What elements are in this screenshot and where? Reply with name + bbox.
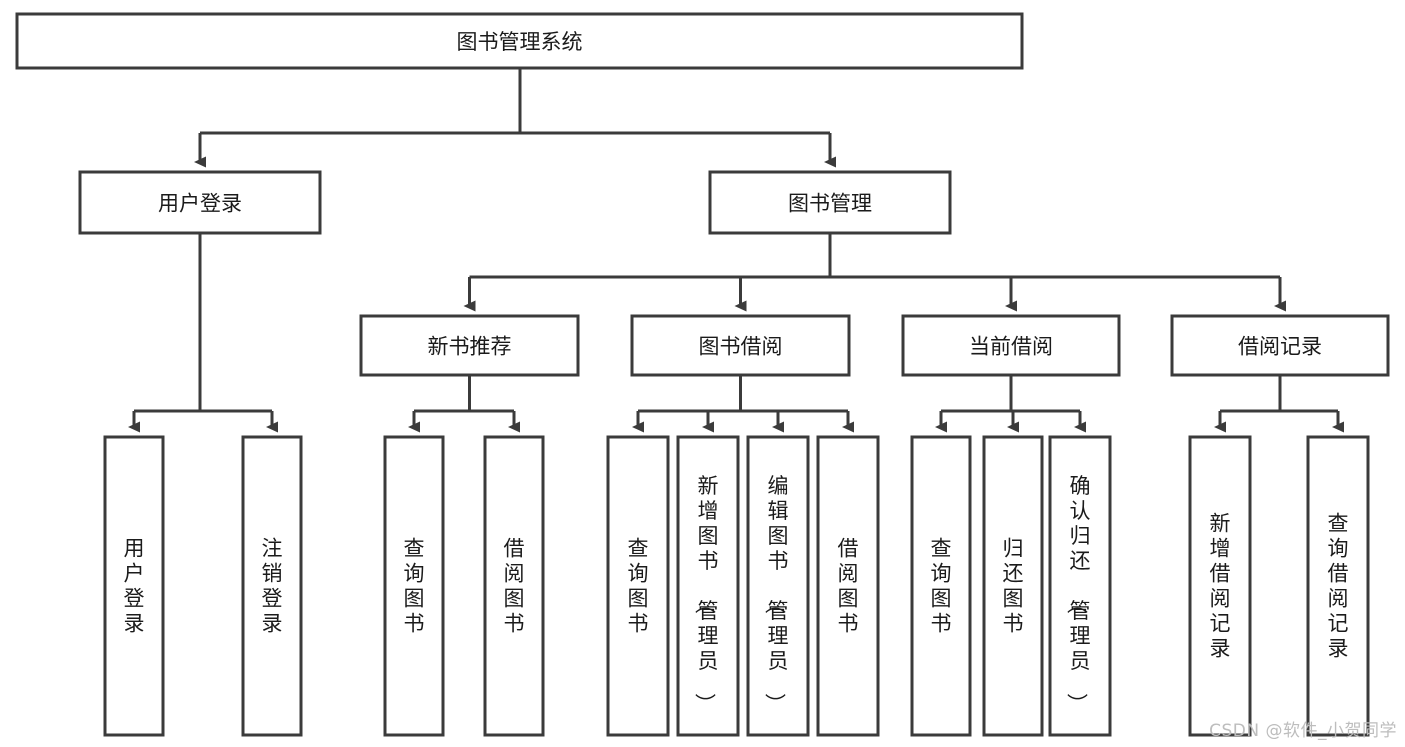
node-box: 图书管理 (708, 170, 952, 235)
node-rect (1170, 314, 1390, 377)
node-label: 归还图书 (1003, 537, 1024, 636)
node-label: 借阅图书 (504, 537, 525, 636)
node-box: 新增图书（管理员） (676, 435, 740, 737)
node-rect (383, 435, 445, 737)
node-label: 查询借阅记录 (1328, 512, 1349, 661)
diagram-nodes: 图书管理系统用户登录图书管理新书推荐图书借阅当前借阅借阅记录用户登录注销登录查询… (15, 12, 1390, 737)
node-box: 借阅图书 (483, 435, 545, 737)
node-box: 借阅记录 (1170, 314, 1390, 377)
node-rect (483, 435, 545, 737)
node-rect (1306, 435, 1370, 737)
node-label: 查询图书 (404, 537, 425, 636)
node-label: 查询图书 (931, 537, 952, 636)
node-label: 查询图书 (628, 537, 649, 636)
node-box: 新增借阅记录 (1188, 435, 1252, 737)
node-box: 编辑图书（管理员） (746, 435, 810, 737)
node-rect (606, 435, 670, 737)
node-rect (816, 435, 880, 737)
node-rect (78, 170, 322, 235)
node-rect (901, 314, 1121, 377)
node-box: 图书管理系统 (15, 12, 1024, 70)
node-rect (676, 435, 740, 737)
node-label: 注销登录 (262, 537, 283, 636)
node-label: 图书借阅 (699, 335, 783, 359)
node-rect (241, 435, 303, 737)
node-box: 查询图书 (606, 435, 670, 737)
node-label: 新书推荐 (428, 335, 512, 359)
node-box: 归还图书 (982, 435, 1044, 737)
node-box: 用户登录 (78, 170, 322, 235)
node-label: 确认归还（管理员） (1065, 474, 1091, 714)
node-rect (1188, 435, 1252, 737)
node-rect (746, 435, 810, 737)
watermark-text: CSDN @软件_小贺同学 (1209, 721, 1397, 741)
node-label: 新增图书（管理员） (693, 474, 719, 714)
node-label: 借阅记录 (1238, 335, 1322, 359)
node-rect (359, 314, 580, 377)
node-rect (982, 435, 1044, 737)
node-label: 新增借阅记录 (1210, 512, 1231, 661)
node-rect (103, 435, 165, 737)
node-box: 图书借阅 (630, 314, 851, 377)
node-box: 用户登录 (103, 435, 165, 737)
node-label: 借阅图书 (838, 537, 859, 636)
node-label: 图书管理 (788, 192, 872, 216)
node-label: 图书管理系统 (457, 30, 583, 54)
node-rect (1048, 435, 1112, 737)
node-rect (15, 12, 1024, 70)
node-box: 借阅图书 (816, 435, 880, 737)
node-box: 注销登录 (241, 435, 303, 737)
node-box: 查询图书 (910, 435, 972, 737)
node-rect (630, 314, 851, 377)
node-label: 用户登录 (158, 192, 242, 216)
node-rect (910, 435, 972, 737)
node-label: 编辑图书（管理员） (763, 474, 789, 714)
connector-edges (128, 68, 1344, 433)
node-rect (708, 170, 952, 235)
node-label: 用户登录 (124, 537, 145, 636)
node-box: 新书推荐 (359, 314, 580, 377)
node-box: 确认归还（管理员） (1048, 435, 1112, 737)
node-box: 当前借阅 (901, 314, 1121, 377)
node-box: 查询借阅记录 (1306, 435, 1370, 737)
node-label: 当前借阅 (969, 335, 1053, 359)
node-box: 查询图书 (383, 435, 445, 737)
